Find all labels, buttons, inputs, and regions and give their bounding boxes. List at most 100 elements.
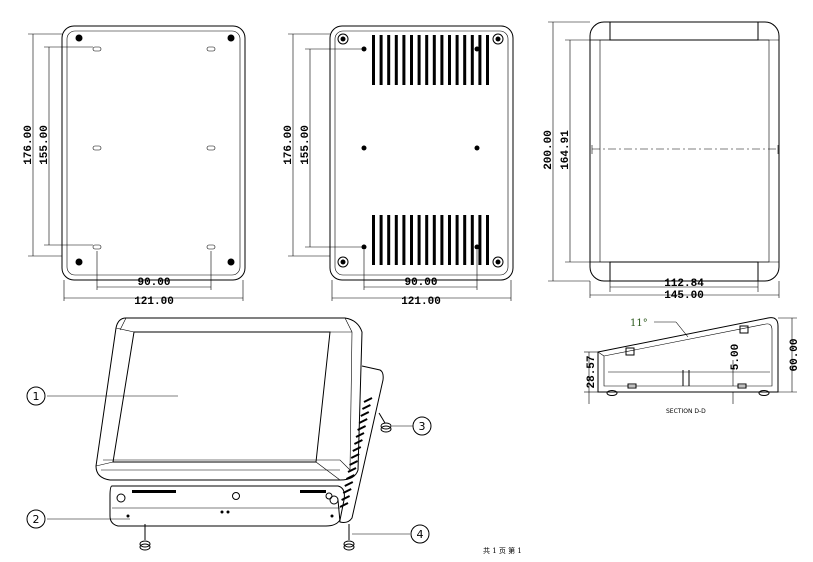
iso-base xyxy=(109,485,345,527)
vent-slot xyxy=(470,35,474,85)
vent-slot xyxy=(341,495,351,501)
front-height-inner: 164.91 xyxy=(560,130,572,170)
section-angle: 11° xyxy=(630,318,648,329)
vent-slot xyxy=(379,215,383,265)
vent-slot xyxy=(486,215,489,265)
bottom-height-inner: 155.00 xyxy=(300,125,312,165)
screw-icon xyxy=(343,524,355,551)
vent-slot xyxy=(355,432,365,438)
vent-slot xyxy=(478,35,482,85)
vent-slot xyxy=(410,35,413,85)
vent-slot xyxy=(455,215,459,265)
corner-screw-icon xyxy=(75,34,83,42)
screw-icon xyxy=(378,412,392,433)
vent-slot xyxy=(387,35,391,85)
vent-slot xyxy=(486,35,489,85)
iso-screen-area xyxy=(112,331,331,463)
front-view-inner xyxy=(599,39,770,263)
svg-text:4: 4 xyxy=(417,528,424,541)
vent-slot xyxy=(339,502,349,508)
top-view-inner-outline xyxy=(66,30,241,276)
svg-text:3: 3 xyxy=(419,420,426,433)
vent-slot xyxy=(470,215,474,265)
vent-slot xyxy=(349,460,359,466)
top-view-outline xyxy=(61,25,246,281)
screw-icon xyxy=(139,524,151,551)
front-view: 200.00 164.91 112.84 145.00 xyxy=(543,21,780,302)
sheet-footer: 共 1 页 第 1 xyxy=(483,546,522,555)
callout-1: 1 xyxy=(26,386,46,406)
vent-slot xyxy=(372,35,375,85)
vent-slot xyxy=(440,35,444,85)
section-view: 11° 28.57 5.00 60.00 SECTION D-D xyxy=(584,317,801,415)
vent-slot xyxy=(352,446,362,452)
vent-slot xyxy=(379,35,383,85)
vent-slot xyxy=(448,35,451,85)
vent-slot xyxy=(478,215,482,265)
vent-slot xyxy=(361,404,371,410)
vent-slot xyxy=(345,474,355,480)
top-width-inner: 90.00 xyxy=(137,277,170,289)
vent-slot xyxy=(402,215,406,265)
iso-side-housing xyxy=(337,365,384,523)
iso-view: 1 2 3 4 xyxy=(26,317,432,551)
vent-slots-bottom xyxy=(372,215,489,265)
front-height-outer: 200.00 xyxy=(543,130,555,170)
vent-slot xyxy=(425,35,429,85)
corner-screw-icon xyxy=(227,34,235,42)
section-total-height: 60.00 xyxy=(789,338,801,371)
vent-slot xyxy=(358,418,368,424)
mount-holes xyxy=(92,46,216,250)
corner-screw-icon xyxy=(227,258,235,266)
callout-2: 2 xyxy=(26,509,46,529)
top-height-outer: 176.00 xyxy=(23,125,35,165)
vent-slot xyxy=(353,439,363,445)
corner-screw-icon xyxy=(75,258,83,266)
vent-slot xyxy=(455,35,459,85)
bottom-width-outer: 121.00 xyxy=(401,296,441,308)
vent-slot xyxy=(417,215,421,265)
iso-cover xyxy=(95,317,363,481)
feet-icon xyxy=(337,33,504,268)
vent-slots-top xyxy=(372,35,489,85)
front-width-inner: 112.84 xyxy=(664,278,704,290)
top-width-outer: 121.00 xyxy=(134,296,174,308)
vent-slot xyxy=(440,215,444,265)
vent-slot xyxy=(344,481,354,487)
vent-slot xyxy=(360,411,370,417)
vent-slot xyxy=(432,215,436,265)
top-view: 176.00 155.00 90.00 121.00 xyxy=(23,25,246,308)
front-width-outer: 145.00 xyxy=(664,290,704,302)
vent-slot xyxy=(394,35,398,85)
section-outline xyxy=(597,317,779,393)
vent-slot xyxy=(417,35,421,85)
front-top-lip xyxy=(609,21,759,41)
base-bosses xyxy=(116,490,339,518)
vent-slot xyxy=(363,397,373,403)
section-label: SECTION D-D xyxy=(666,408,706,415)
svg-text:1: 1 xyxy=(33,390,40,403)
vent-slot xyxy=(372,215,375,265)
vent-slot xyxy=(387,215,391,265)
vent-slot xyxy=(357,425,367,431)
vent-slot xyxy=(463,35,467,85)
bottom-view-inner-outline xyxy=(334,30,509,276)
vent-slot xyxy=(432,35,436,85)
svg-text:2: 2 xyxy=(33,513,40,526)
vent-slot xyxy=(394,215,398,265)
bottom-view-outline xyxy=(329,25,514,281)
section-wall: 5.00 xyxy=(730,344,742,370)
bottom-view: 176.00 155.00 90.00 121.00 xyxy=(283,25,514,308)
bottom-width-inner: 90.00 xyxy=(404,277,437,289)
bottom-height-outer: 176.00 xyxy=(283,125,295,165)
callout-3: 3 xyxy=(412,416,432,436)
callout-4: 4 xyxy=(410,524,430,544)
vent-slot xyxy=(410,215,413,265)
vent-slot xyxy=(402,35,406,85)
bottom-holes xyxy=(361,46,480,250)
top-height-inner: 155.00 xyxy=(39,125,51,165)
vent-slot xyxy=(463,215,467,265)
vent-slot xyxy=(347,467,357,473)
section-front-height: 28.57 xyxy=(586,355,598,388)
